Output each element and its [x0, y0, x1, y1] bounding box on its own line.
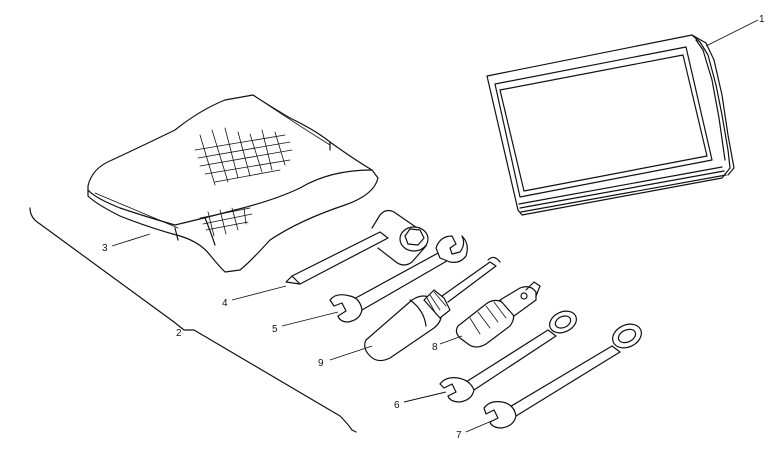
callout-9: 9: [318, 358, 324, 369]
screwdriver-9: [364, 256, 501, 362]
callout-7: 7: [456, 430, 462, 441]
callout-8: 8: [432, 342, 438, 353]
callout-2: 2: [176, 328, 182, 339]
tool-bag: [87, 94, 379, 273]
callout-labels: 1 2 3 4 5 6 7 8 9: [102, 14, 765, 441]
callout-leaders: [111, 19, 759, 433]
callout-1: 1: [759, 14, 765, 25]
bag-hatch-upper: [194, 127, 293, 186]
bag-hatch-lower: [199, 207, 253, 237]
callout-6: 6: [394, 400, 400, 411]
callout-5: 5: [272, 324, 278, 335]
callout-4: 4: [222, 298, 228, 309]
spark-plug-wrench: [285, 209, 429, 285]
ratchet-handle-8: [455, 281, 541, 348]
owners-manual-book: [486, 34, 735, 216]
open-end-wrench-5: [329, 235, 468, 323]
callout-3: 3: [102, 243, 108, 254]
tool-kit-bracket: [29, 207, 357, 433]
combination-wrench-7: [483, 323, 642, 429]
combination-wrench-6: [439, 310, 577, 403]
